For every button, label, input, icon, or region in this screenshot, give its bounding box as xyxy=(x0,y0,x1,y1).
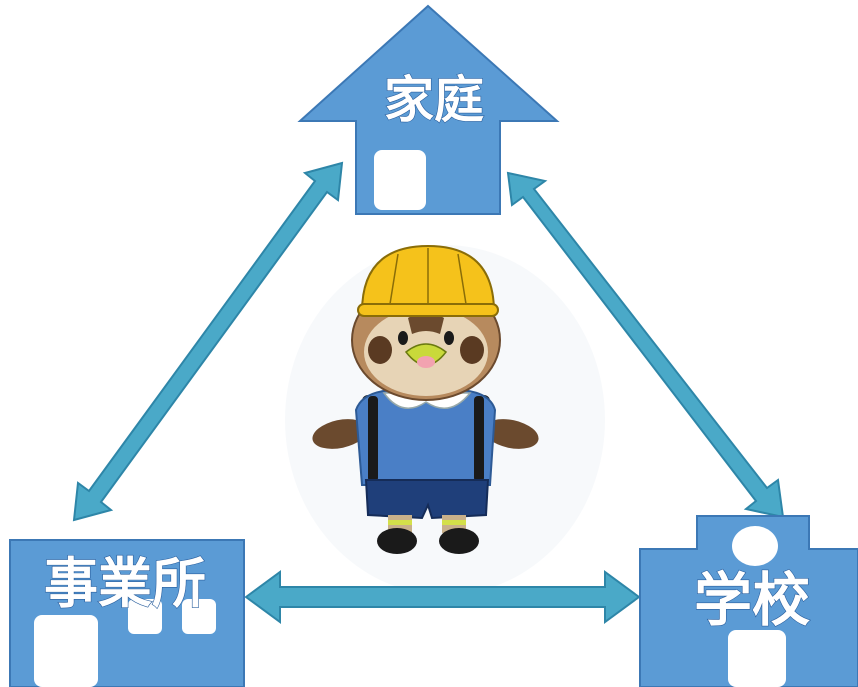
home-label: 家庭 xyxy=(384,71,484,129)
mascot-right-wing xyxy=(483,419,539,449)
home-building-icon xyxy=(297,4,560,215)
school-door xyxy=(728,630,786,687)
arrow-home-office xyxy=(72,161,344,522)
mascot-left-shoe xyxy=(377,528,417,554)
school-building-icon xyxy=(639,515,858,687)
school-label: 学校 xyxy=(694,566,810,634)
school-clock xyxy=(732,526,778,566)
node-school: 学校 xyxy=(639,515,858,687)
node-home: 家庭 xyxy=(297,4,560,215)
office-window-3 xyxy=(182,599,216,634)
mascot-right-shoe xyxy=(439,528,479,554)
mascot-left-wing xyxy=(312,419,368,449)
office-window-1 xyxy=(34,615,98,687)
bird-mascot-icon xyxy=(312,244,539,554)
office-window-2 xyxy=(128,599,162,634)
mascot-shorts xyxy=(364,479,490,520)
node-office: 事業所 xyxy=(9,539,245,687)
office-label: 事業所 xyxy=(44,552,206,615)
home-door xyxy=(374,150,426,210)
